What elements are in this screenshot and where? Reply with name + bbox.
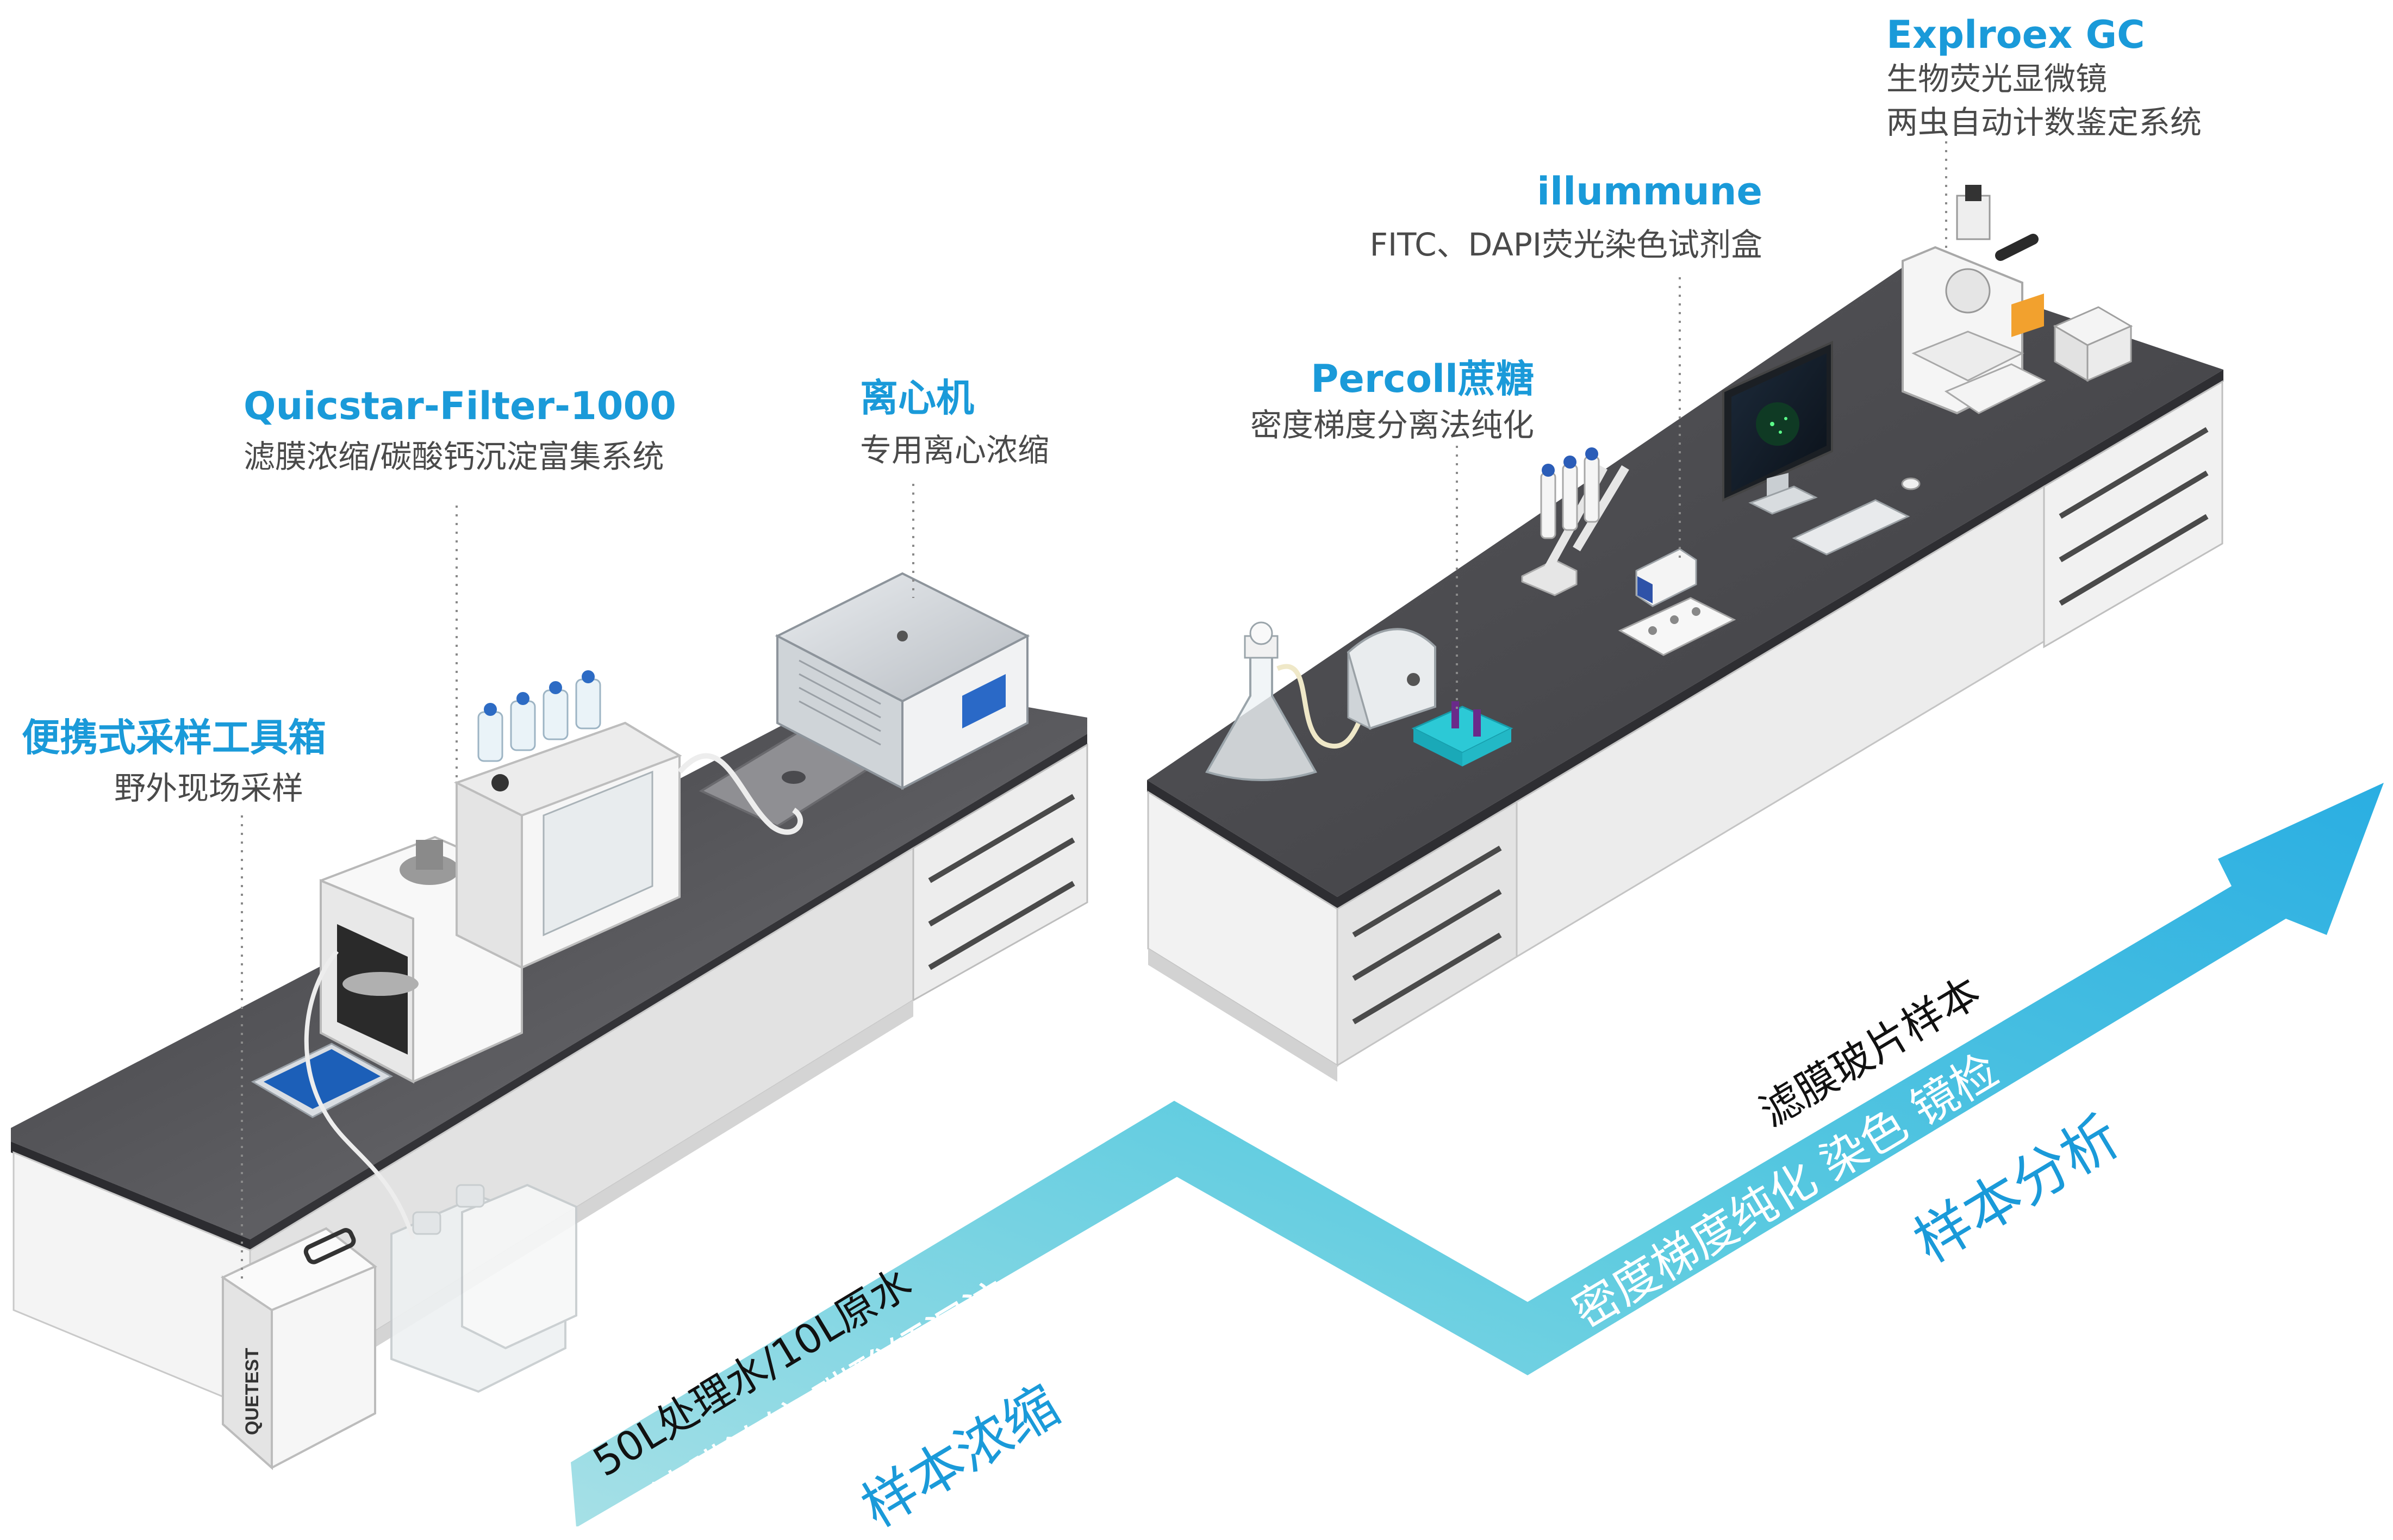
light-source-box — [2053, 306, 2133, 382]
illummune-subtitle: FITC、DAPI荧光染色试剂盒 — [1369, 226, 1762, 263]
percoll-subtitle: 密度梯度分离法纯化 — [1250, 407, 1534, 444]
slide-tray — [1618, 597, 1736, 656]
tube-rack — [1411, 701, 1513, 766]
computer-monitor — [1722, 340, 1833, 515]
drawer-handle — [1352, 845, 1502, 938]
explroex-title: Explroex GC — [1886, 13, 2145, 57]
filter-subtitle: 滤膜浓缩/碳酸钙沉淀富集系统 — [244, 438, 664, 475]
pipette-stand — [1521, 447, 1629, 596]
drawer-handle — [2059, 427, 2209, 519]
filter-title: Quicstar-Filter-1000 — [244, 384, 676, 428]
left-bench-front-edge — [11, 1142, 250, 1250]
right-bench-front-edge — [1147, 780, 1337, 909]
drawer-handle — [1352, 889, 1502, 981]
drawer-handle — [928, 837, 1075, 927]
drawer-handle — [2059, 470, 2209, 563]
toolbox-title: 便携式采样工具箱 — [22, 715, 326, 760]
explroex-subtitle-1: 生物荧光显微镜 — [1886, 60, 2108, 97]
drawer-handle — [2059, 514, 2209, 606]
centrifuge-subtitle: 专用离心浓缩 — [860, 432, 1050, 469]
portable-sampling-toolbox: QUETEST — [220, 1227, 377, 1470]
water-containers — [390, 1183, 577, 1393]
percoll-title: Percoll蔗糖 — [1311, 357, 1534, 401]
centrifuge-device — [775, 572, 1030, 790]
quicstar-filter-system — [453, 670, 682, 970]
left-bench-side-edge — [250, 734, 1087, 1250]
left-bench-top — [11, 679, 1087, 1239]
left-bench-drawer-unit — [912, 743, 1088, 1002]
drawer-handle — [928, 881, 1075, 970]
vacuum-pump — [1347, 628, 1436, 730]
right-lab-bench — [1147, 264, 2223, 1082]
keyboard — [1792, 499, 1910, 556]
leader-lines — [241, 141, 1947, 1283]
illummune-title: illummune — [1537, 169, 1762, 214]
right-bench-baseboard — [1148, 949, 1337, 1082]
reagent-kit — [1635, 548, 1697, 607]
mouse — [1901, 477, 1921, 490]
right-bench-side-edge — [1337, 370, 2223, 909]
tubing — [304, 950, 415, 1240]
toolbox-brand-text: QUETEST — [242, 1348, 263, 1435]
drawer-handle — [1352, 932, 1502, 1025]
drawer-handle — [928, 794, 1075, 883]
fluorescence-microscope — [1902, 185, 2046, 415]
sink-drain — [782, 771, 806, 784]
toolbox-subtitle: 野外现场采样 — [114, 770, 304, 807]
filtration-flask — [1205, 621, 1317, 781]
centrifuge-title: 离心机 — [860, 376, 974, 420]
explroex-subtitle-2: 两虫自动计数鉴定系统 — [1886, 104, 2202, 141]
tubing — [677, 753, 803, 835]
